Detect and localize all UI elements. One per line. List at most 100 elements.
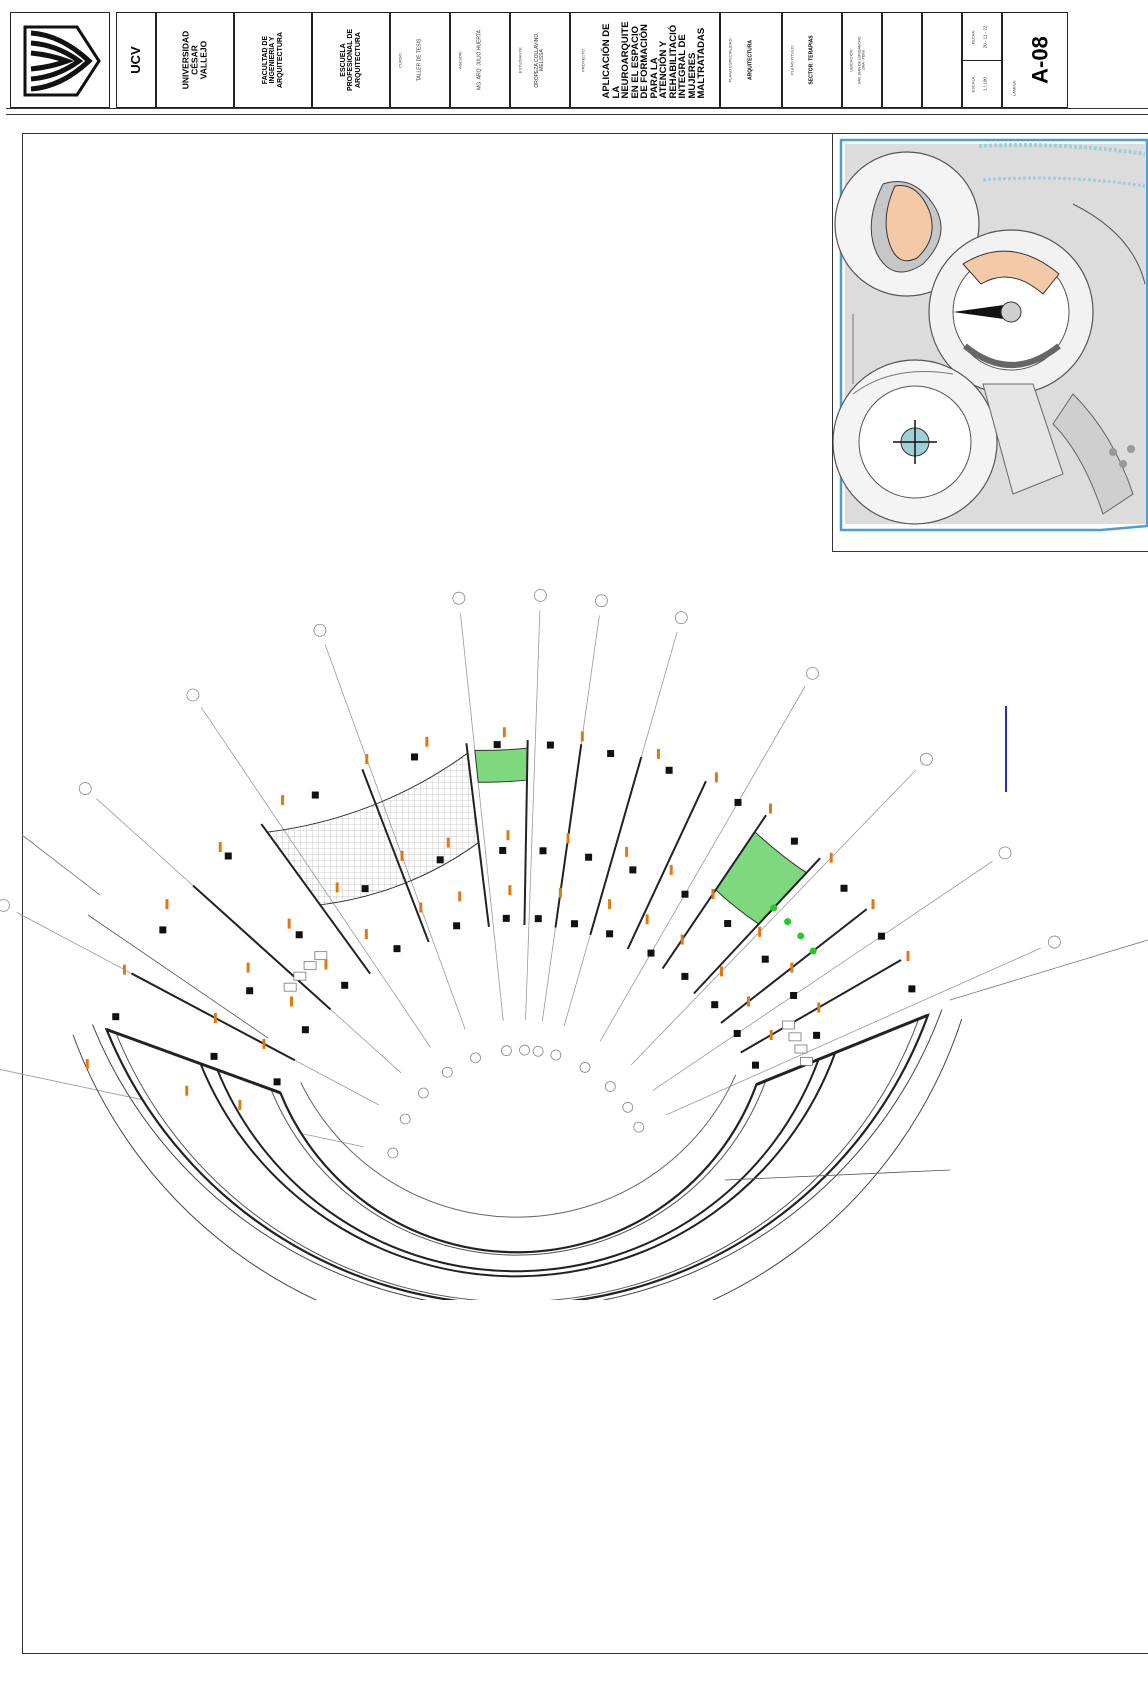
structural-column xyxy=(502,914,510,922)
date-label: FECHA: xyxy=(970,29,976,44)
grid-bubble xyxy=(622,1101,634,1113)
grid-axis-line xyxy=(599,686,806,1042)
dimension-tick xyxy=(669,864,673,875)
specialty: ARQUITECTURA xyxy=(747,40,754,80)
partition-wall xyxy=(465,743,490,928)
grid-axis-line xyxy=(525,610,541,1021)
structural-column xyxy=(790,991,798,999)
grid-bubble xyxy=(313,623,327,637)
dimension-tick xyxy=(335,882,339,893)
seat xyxy=(794,1044,808,1054)
grid-axis-line xyxy=(630,769,917,1066)
structural-column xyxy=(361,885,369,893)
faculty-cell: FACULTAD DE INGENIERÍA Y ARQUITECTURA xyxy=(234,12,312,108)
grid-bubble xyxy=(532,1045,544,1057)
partition-wall xyxy=(361,768,430,943)
location-cell: UBICACIÓN: SAN JUAN DE LURIGANCHO, LIMA … xyxy=(842,12,882,108)
dimension-tick xyxy=(608,899,612,910)
title-block: UCV UNIVERSIDAD CÉSAR VALLEJO FACULTAD D… xyxy=(6,6,1148,112)
dimension-tick xyxy=(566,833,570,844)
structural-column xyxy=(546,741,554,749)
dimension-tick xyxy=(558,887,562,898)
drawing-frame xyxy=(22,133,1148,1654)
dimension-tick xyxy=(238,1099,242,1110)
end-wall xyxy=(106,1028,281,1095)
location-label: UBICACIÓN: xyxy=(848,48,854,72)
partition-wall xyxy=(131,972,296,1062)
dimension-tick xyxy=(458,891,462,902)
structural-column xyxy=(393,945,401,953)
partition-wall xyxy=(720,908,868,1024)
dimension-tick xyxy=(829,852,833,863)
corridor-wall-outer xyxy=(199,1052,837,1278)
structural-column xyxy=(629,866,637,874)
school-cell: ESCUELA PROFESIONAL DE ARQUITECTURA xyxy=(312,12,390,108)
dimension-tick xyxy=(400,850,404,861)
dimension-tick xyxy=(122,964,126,975)
structural-column xyxy=(436,856,444,864)
project-label: PROYECTO: xyxy=(580,48,586,72)
dimension-line xyxy=(87,914,269,1039)
scale-label: ESCALA: xyxy=(970,75,976,92)
dimension-tick xyxy=(85,1059,89,1070)
university-name: UNIVERSIDAD CÉSAR VALLEJO xyxy=(180,30,209,90)
structural-column xyxy=(681,972,689,980)
structural-column xyxy=(411,753,419,761)
grid-axis-extension xyxy=(21,834,101,896)
grid-axis-line xyxy=(666,947,1041,1116)
dimension-tick xyxy=(246,962,250,973)
institution-short-cell: UCV xyxy=(116,12,156,108)
dimension-tick xyxy=(281,795,285,806)
plant xyxy=(784,918,792,926)
structural-column xyxy=(210,1052,218,1060)
dimension-tick xyxy=(419,902,423,913)
grid-bubble xyxy=(534,588,547,602)
partition-wall xyxy=(523,740,529,926)
grid-axis-extension xyxy=(949,939,1148,1001)
dimension-tick xyxy=(213,1013,217,1024)
dimension-tick xyxy=(758,926,762,937)
structural-column xyxy=(539,847,547,855)
plant xyxy=(770,904,778,912)
plan-title: SECTOR: TERAPIAS xyxy=(808,35,815,85)
structural-column xyxy=(751,1061,759,1069)
grid-bubble xyxy=(550,1049,562,1061)
dimension-tick xyxy=(747,996,751,1007)
dimension-tick xyxy=(790,962,794,973)
key-map-drawing xyxy=(832,138,1148,532)
dimension-tick xyxy=(446,837,450,848)
student-cell: ESTUDIANTE: OROPEZA COLLAVINO, MELISSA xyxy=(510,12,570,108)
grid-bubble xyxy=(452,591,466,605)
blank-cell-2 xyxy=(922,12,962,108)
specialty-cell: PLANO ESPECIALIDAD: ARQUITECTURA xyxy=(720,12,782,108)
course: TALLER DE TESIS xyxy=(416,38,423,82)
grid-axis-line xyxy=(652,860,993,1091)
grid-bubble xyxy=(806,666,819,680)
plan-title-label: PLANO TÍTULO: xyxy=(789,45,795,75)
structural-column xyxy=(606,930,614,938)
structural-column xyxy=(733,1029,741,1037)
date: 20 - 11 - 22 xyxy=(982,25,988,48)
school-name: ESCUELA PROFESIONAL DE ARQUITECTURA xyxy=(339,28,362,92)
scale: 1 / 100 xyxy=(982,76,988,91)
inner-wall-line xyxy=(270,1080,767,1256)
grid-bubble xyxy=(674,611,688,625)
dimension-tick xyxy=(508,885,512,896)
ucv-logo-icon xyxy=(23,25,101,97)
grid-bubble xyxy=(399,1113,411,1125)
partition-wall xyxy=(260,823,371,975)
student: OROPEZA COLLAVINO, MELISSA xyxy=(533,32,545,88)
structural-column xyxy=(301,1026,309,1034)
dimension-tick xyxy=(185,1085,189,1096)
seat xyxy=(782,1020,795,1030)
date-scale-cell: FECHA: 20 - 11 - 22 ESCALA: 1 / 100 xyxy=(962,12,1002,108)
course-label: CURSO: xyxy=(397,52,403,68)
university-cell: UNIVERSIDAD CÉSAR VALLEJO xyxy=(156,12,234,108)
partition-wall xyxy=(740,959,902,1054)
structural-column xyxy=(246,987,254,995)
dimension-tick xyxy=(719,966,723,977)
dimension-tick xyxy=(364,929,368,940)
dimension-tick xyxy=(324,959,328,970)
dimension-tick xyxy=(365,754,369,765)
structural-column xyxy=(273,1078,281,1086)
